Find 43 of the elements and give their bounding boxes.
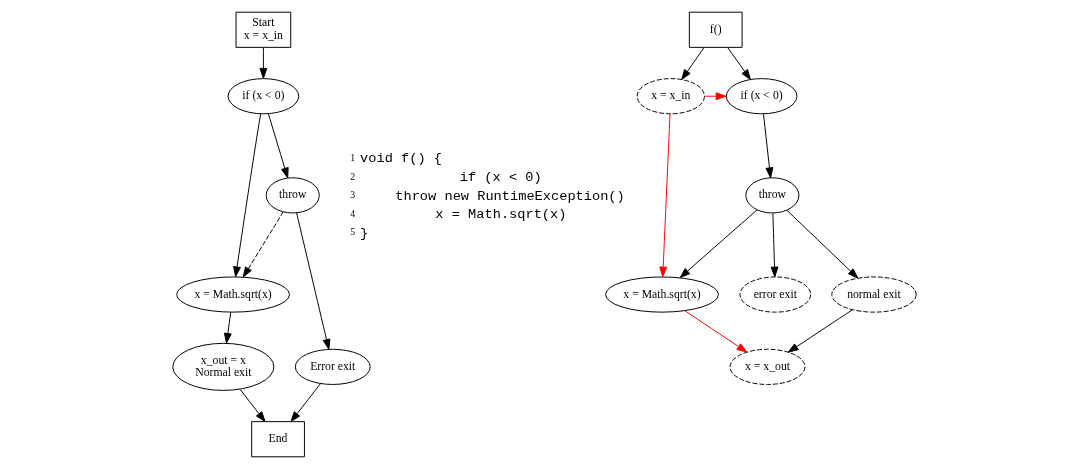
node-ellipse: throw bbox=[265, 177, 320, 214]
label: x = Math.sqrt(x) bbox=[434, 207, 566, 223]
label: void f() { bbox=[359, 151, 442, 167]
node-box: f() bbox=[688, 11, 743, 48]
arrow bbox=[259, 47, 267, 79]
node-ellipse: error exit bbox=[739, 276, 811, 313]
node-ellipse: if (x < 0) bbox=[725, 78, 797, 115]
node-ellipse: normal exit bbox=[830, 276, 917, 313]
arrow bbox=[703, 92, 726, 101]
label: } bbox=[359, 225, 368, 241]
arrow bbox=[658, 113, 670, 278]
arrow bbox=[232, 113, 261, 278]
arrow bbox=[223, 311, 232, 344]
label: 1 bbox=[349, 152, 355, 164]
arrow bbox=[290, 383, 321, 423]
arrow bbox=[726, 47, 751, 80]
label: 3 bbox=[349, 189, 355, 201]
node-ellipse: x = Math.sqrt(x) bbox=[175, 276, 290, 313]
arrow bbox=[787, 309, 853, 353]
label: throw new RuntimeException() bbox=[394, 188, 625, 204]
node-ellipse: x = x_in bbox=[636, 78, 705, 115]
node-ellipse: x = x_out bbox=[729, 348, 805, 385]
arrow bbox=[762, 113, 773, 179]
arrow bbox=[242, 211, 284, 278]
node-ellipse: Error exit bbox=[294, 348, 371, 385]
arrow bbox=[683, 310, 747, 353]
arrow bbox=[239, 388, 266, 423]
arrow bbox=[785, 209, 858, 279]
label: 2 bbox=[349, 170, 355, 182]
node-box: Start x = x_in bbox=[235, 11, 291, 48]
arrow bbox=[295, 212, 330, 350]
label: if (x < 0) bbox=[459, 169, 542, 185]
label: 5 bbox=[349, 226, 355, 238]
node-ellipse: x_out = x Normal exit bbox=[171, 342, 274, 391]
label: 4 bbox=[349, 207, 355, 219]
node-ellipse: if (x < 0) bbox=[227, 78, 299, 115]
node-box: End bbox=[250, 421, 305, 458]
arrow bbox=[680, 47, 704, 80]
arrow bbox=[770, 212, 778, 278]
arrow bbox=[267, 113, 289, 179]
node-ellipse: x = Math.sqrt(x) bbox=[604, 276, 719, 313]
arrow bbox=[679, 209, 758, 279]
node-ellipse: throw bbox=[744, 177, 799, 214]
